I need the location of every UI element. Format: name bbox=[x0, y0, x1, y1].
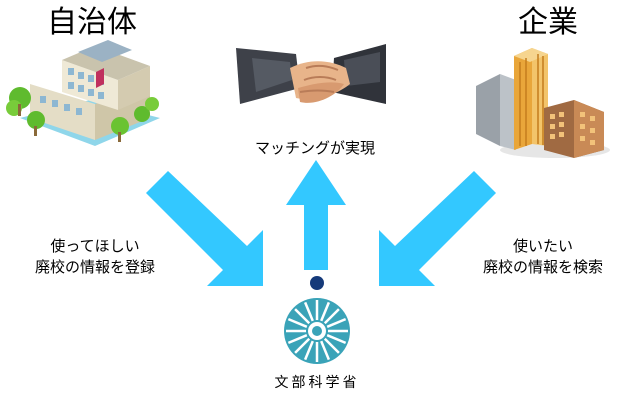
office-buildings-illustration bbox=[476, 48, 610, 158]
search-arrow bbox=[379, 171, 496, 286]
register-label: 使ってほしい 廃校の情報を登録 bbox=[0, 236, 190, 278]
register-label-line2: 廃校の情報を登録 bbox=[34, 258, 155, 276]
logo-spoke bbox=[287, 317, 308, 328]
logo-spoke bbox=[326, 317, 347, 328]
handshake-illustration bbox=[236, 44, 386, 104]
logo-spoke bbox=[320, 340, 331, 361]
logo-spoke bbox=[294, 337, 311, 354]
search-label-line2: 廃校の情報を検索 bbox=[482, 258, 603, 276]
mext-logo-icon bbox=[284, 276, 350, 364]
register-arrow bbox=[146, 171, 263, 286]
ministry-name: 文部科学省 bbox=[274, 375, 360, 391]
company-heading: 企業 bbox=[518, 5, 578, 40]
logo-spoke bbox=[303, 301, 314, 322]
logo-spoke bbox=[323, 337, 340, 354]
match-arrow bbox=[286, 160, 346, 270]
register-label-line1: 使ってほしい bbox=[50, 237, 140, 255]
municipality-heading: 自治体 bbox=[47, 5, 137, 40]
logo-spoke bbox=[326, 334, 347, 345]
search-label: 使いたい 廃校の情報を検索 bbox=[452, 236, 634, 278]
logo-spoke bbox=[320, 301, 331, 322]
matching-label: マッチングが実現 bbox=[254, 139, 375, 157]
city-hall-illustration bbox=[6, 40, 160, 146]
logo-spoke bbox=[287, 334, 308, 345]
logo-spoke bbox=[323, 308, 340, 325]
logo-spoke bbox=[303, 340, 314, 361]
search-label-line1: 使いたい bbox=[512, 237, 573, 255]
logo-spoke bbox=[294, 308, 311, 325]
